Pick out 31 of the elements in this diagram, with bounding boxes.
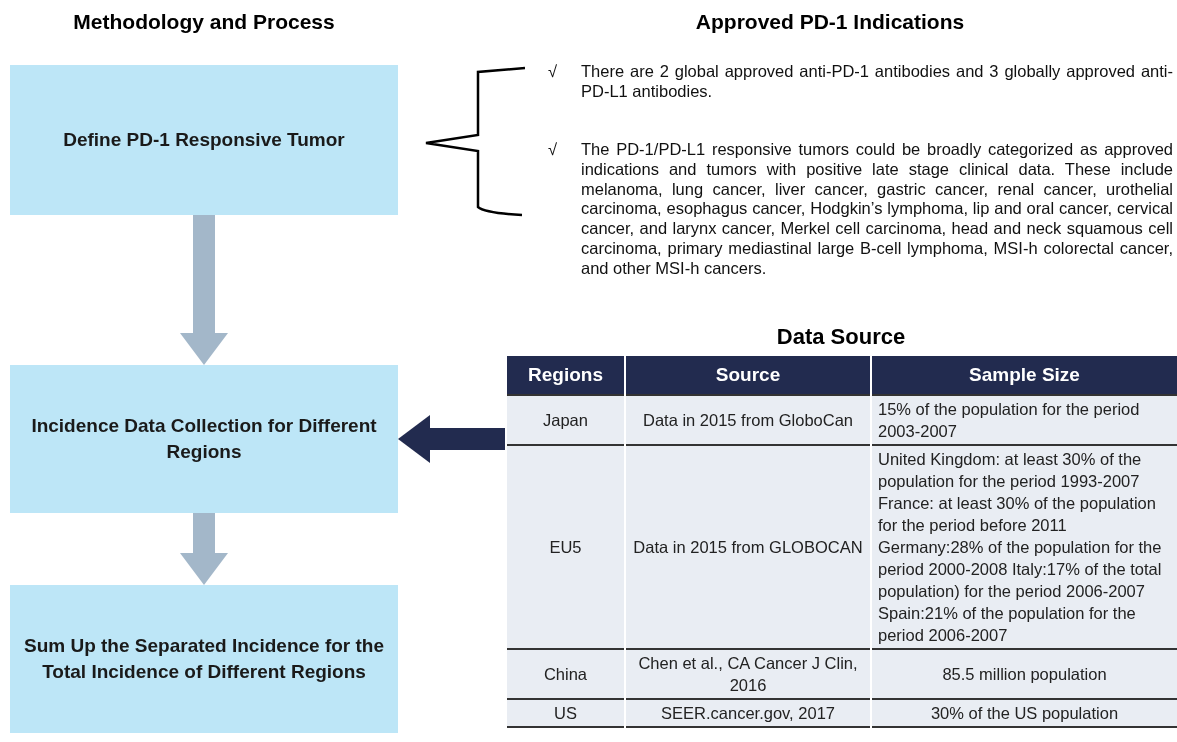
sample-size-text: 85.5 million population — [871, 649, 1177, 699]
source-text: Data in 2015 from GLOBOCAN — [625, 445, 871, 649]
arrow — [180, 513, 228, 585]
arrow — [180, 215, 228, 365]
region-name: EU5 — [506, 445, 625, 649]
bullet-text: There are 2 global approved anti-PD-1 antibodies and 3 globally approved anti-PD-L1 antibodies. — [581, 62, 1173, 102]
process-box — [10, 65, 398, 215]
arrow — [398, 415, 505, 463]
region-name: China — [506, 649, 625, 699]
check-mark: √ — [548, 140, 558, 160]
sample-size-text: 30% of the US population — [871, 699, 1177, 727]
section-heading: Approved PD-1 Indications — [694, 10, 966, 34]
region-name: US — [506, 699, 625, 727]
process-box — [10, 365, 398, 513]
source-text: Data in 2015 from GloboCan — [625, 395, 871, 445]
process-box — [10, 585, 398, 733]
source-text: Chen et al., CA Cancer J Clin, 2016 — [625, 649, 871, 699]
region-name: Japan — [506, 395, 625, 445]
column-header: Sample Size — [871, 356, 1177, 395]
section-heading: Methodology and Process — [72, 10, 336, 34]
box-text: Define PD-1 Responsive Tumor — [62, 128, 346, 153]
box-text: Sum Up the Separated Incidence for the Total Incidence of Different Regions — [23, 634, 385, 684]
table-title: Data Source — [775, 323, 907, 351]
sample-size-text: 15% of the population for the period 2003-2007 — [871, 395, 1177, 445]
bullet-text: The PD-1/PD-L1 responsive tumors could be broadly categorized as approved indications and tumors with positive late stage clinical data. These include melanoma, lung cancer, liver cancer, gastric cancer, renal cancer, urothelial carcinoma, esophagus cancer, Hodgkin’s lymphoma, lip and oral cancer, cervical cancer, and larynx cancer, Merkel cell carcinoma, head and neck squamous cell carcinoma, primary mediastinal large B-cell lymphoma, MSI-h colorectal cancer, and other MSI-h cancers. — [581, 140, 1173, 279]
box-text: Incidence Data Collection for Different Regions — [30, 414, 378, 464]
column-header: Regions — [506, 356, 625, 395]
source-text: SEER.cancer.gov, 2017 — [625, 699, 871, 727]
sample-size-text: United Kingdom: at least 30% of the population for the period 1993-2007 France: at least 30% of the population for the period before 2011 Germany:28% of the population for the period 2000-2008 Italy:17% of the total population) for the period 2006-2007 Spain:21% of the population for the period 2006-2007 — [871, 445, 1177, 649]
check-mark: √ — [548, 62, 558, 82]
column-header: Source — [625, 356, 871, 395]
